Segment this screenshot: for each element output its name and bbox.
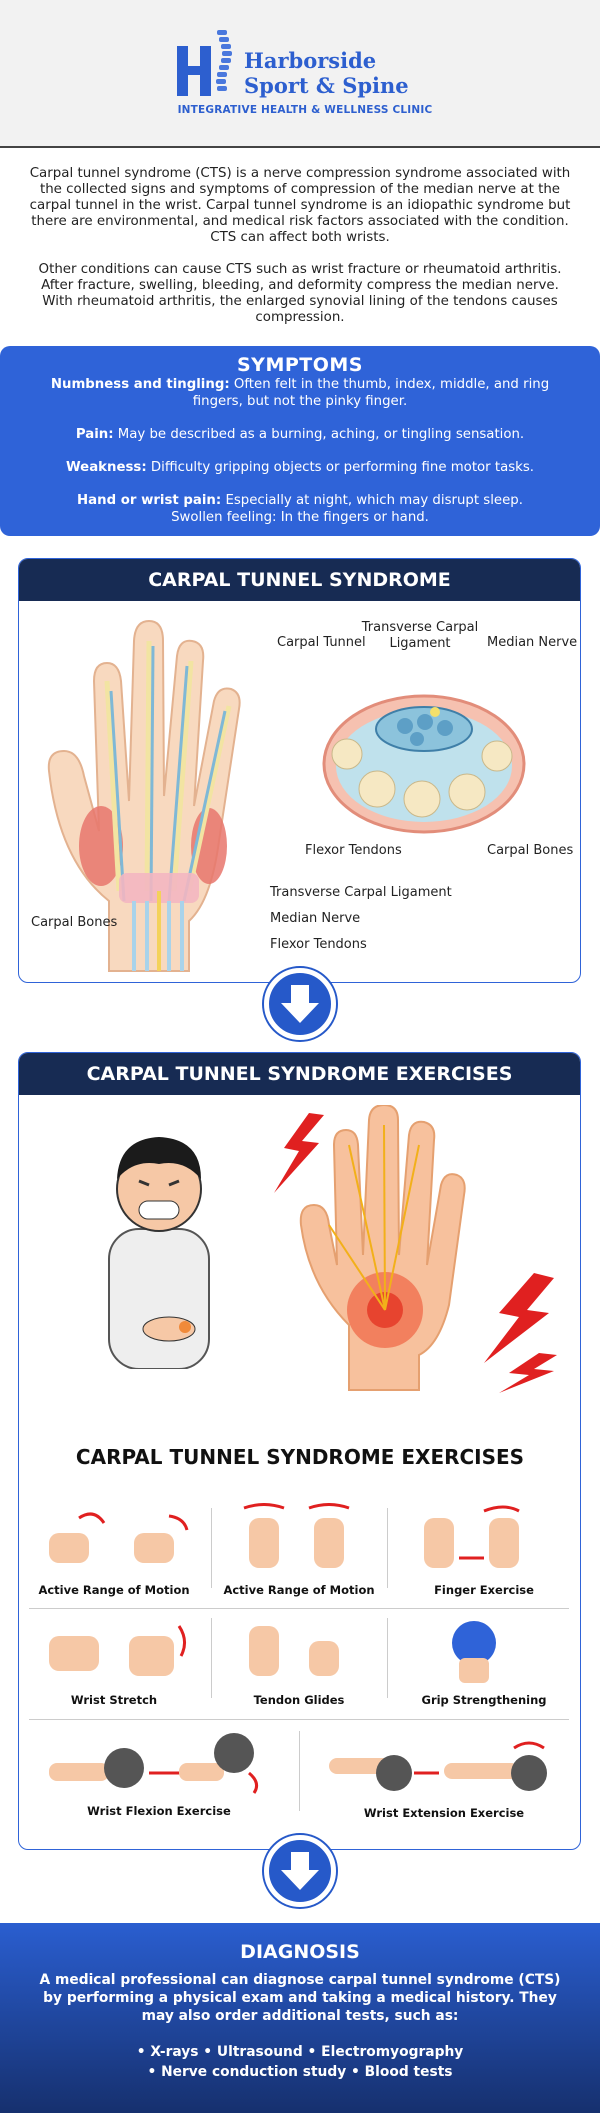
exercise-wrist-stretch-illustration [49,1625,186,1676]
exercise-label-wrist-extension: Wrist Extension Exercise [363,1806,525,1820]
header: Harborside Sport & Spine INTEGRATIVE HEA… [0,0,600,148]
intro-paragraph-2: Other conditions can cause CTS such as w… [38,262,562,325]
brand-tagline: INTEGRATIVE HEALTH & WELLNESS CLINIC [177,104,433,116]
pain-lightning-icon [274,1113,324,1193]
symptoms-section: SYMPTOMS Numbness and tingling: Often fe… [0,346,600,536]
symptom-numbness: Numbness and tingling: Often felt in the… [50,377,550,409]
exercise-label-tendon-glides: Tendon Glides [253,1693,345,1707]
symptom-hand-wrist-pain: Hand or wrist pain: Especially at night,… [77,493,523,508]
diagnosis-section: DIAGNOSIS A medical professional can dia… [0,1923,600,2113]
anatomy-panel: CARPAL TUNNEL SYNDROME Carpal Tunnel Tra… [18,558,581,983]
exercise-label-wrist-stretch: Wrist Stretch [70,1693,158,1707]
person-pain-illustration [108,1137,210,1369]
label-carpal-bones-left: Carpal Bones [31,915,118,930]
diagnosis-tests-line2: • Nerve conduction study • Blood tests [147,2064,453,2080]
pain-lightning-icon [484,1273,557,1393]
intro-paragraph-1: Carpal tunnel syndrome (CTS) is a nerve … [29,166,571,245]
exercises-subtitle: CARPAL TUNNEL SYNDROME EXERCISES [75,1445,525,1469]
symptoms-title: SYMPTOMS [237,354,363,376]
hand-anatomy-illustration [47,619,241,972]
exercise-label-arom-2: Active Range of Motion [223,1583,375,1597]
spine-logo-icon [177,30,232,96]
label-flexor-tendons-top: Flexor Tendons [305,843,402,858]
exercise-label-grip: Grip Strengthening [421,1693,547,1707]
label-transverse-ligament-top: Transverse Carpal [361,620,479,635]
down-arrow-icon [264,1835,336,1907]
exercises-panel: CARPAL TUNNEL SYNDROME EXERCISES Active … [18,1052,581,1850]
exercise-tendon-glides-illustration [249,1626,339,1676]
symptom-weakness: Weakness: Difficulty gripping objects or… [65,460,535,475]
exercise-label-finger: Finger Exercise [434,1583,534,1597]
cross-section-illustration [322,694,526,834]
exercise-wrist-flexion-illustration [49,1733,259,1794]
exercise-label-wrist-flexion: Wrist Flexion Exercise [87,1804,231,1818]
hand-pain-illustration [299,1105,466,1391]
down-arrow-icon [264,968,336,1040]
symptom-pain: Pain: May be described as a burning, ach… [75,427,525,442]
label-median-nerve-top: Median Nerve [487,635,578,650]
brand-name-line2: Sport & Spine [244,73,409,98]
label-carpal-bones-right: Carpal Bones [487,843,574,858]
label-flexor-tendons-bottom: Flexor Tendons [270,937,367,952]
symptom-swelling: Swollen feeling: In the fingers or hand. [171,510,429,525]
anatomy-title: CARPAL TUNNEL SYNDROME [19,559,580,601]
exercise-label-arom-1: Active Range of Motion [38,1583,190,1597]
exercise-arom-2-illustration [243,1503,350,1568]
diagnosis-tests-line1: • X-rays • Ultrasound • Electromyography [136,2044,464,2060]
exercise-wrist-extension-illustration [329,1741,547,1791]
diagnosis-title: DIAGNOSIS [240,1941,360,1963]
label-median-nerve-bottom: Median Nerve [270,911,361,926]
diagnosis-text: A medical professional can diagnose carp… [39,1972,561,2024]
exercise-grip-ball-illustration [452,1621,496,1683]
label-transverse-ligament-bottom: Transverse Carpal Ligament [270,885,452,900]
exercise-arom-1-illustration [49,1512,189,1563]
exercises-title: CARPAL TUNNEL SYNDROME EXERCISES [19,1053,580,1095]
brand-name-line1: Harborside [244,48,377,73]
exercise-finger-illustration [424,1505,520,1568]
label-ligament: Ligament [389,636,451,651]
label-carpal-tunnel: Carpal Tunnel [277,635,366,650]
